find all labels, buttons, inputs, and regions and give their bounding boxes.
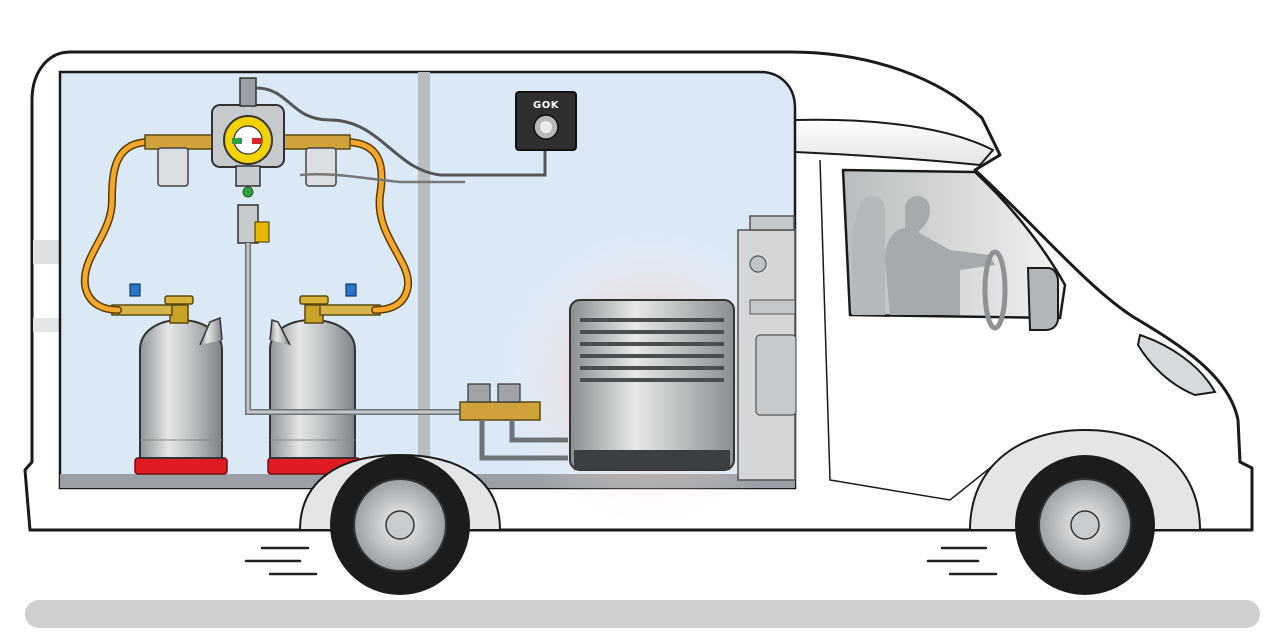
gas-bottle-left <box>134 316 228 475</box>
motion-lines <box>244 546 998 576</box>
control-panel-brand: GOK <box>533 100 560 111</box>
space-heater <box>569 299 735 471</box>
distribution-valves <box>459 383 568 461</box>
gas-bottle-right <box>267 318 361 475</box>
door-outline <box>819 159 1001 501</box>
sensor-cable-secondary <box>299 172 465 184</box>
front-wheel <box>1015 455 1155 595</box>
rear-wheel <box>330 455 470 595</box>
sensor-cable <box>255 86 547 177</box>
bottle-valve-left <box>111 283 194 324</box>
kitchen-unit <box>737 215 797 481</box>
road <box>25 600 1260 628</box>
headlight <box>1136 333 1217 397</box>
bottle-valve-right <box>299 283 381 324</box>
wall-divider <box>418 72 430 488</box>
side-mirror <box>1026 267 1059 331</box>
steering-wheel <box>982 249 1008 331</box>
alcove <box>794 118 995 167</box>
passenger-silhouette <box>852 196 885 315</box>
control-panel: GOK <box>515 91 577 151</box>
driver-silhouette <box>885 196 995 315</box>
pressure-regulator <box>144 77 351 244</box>
